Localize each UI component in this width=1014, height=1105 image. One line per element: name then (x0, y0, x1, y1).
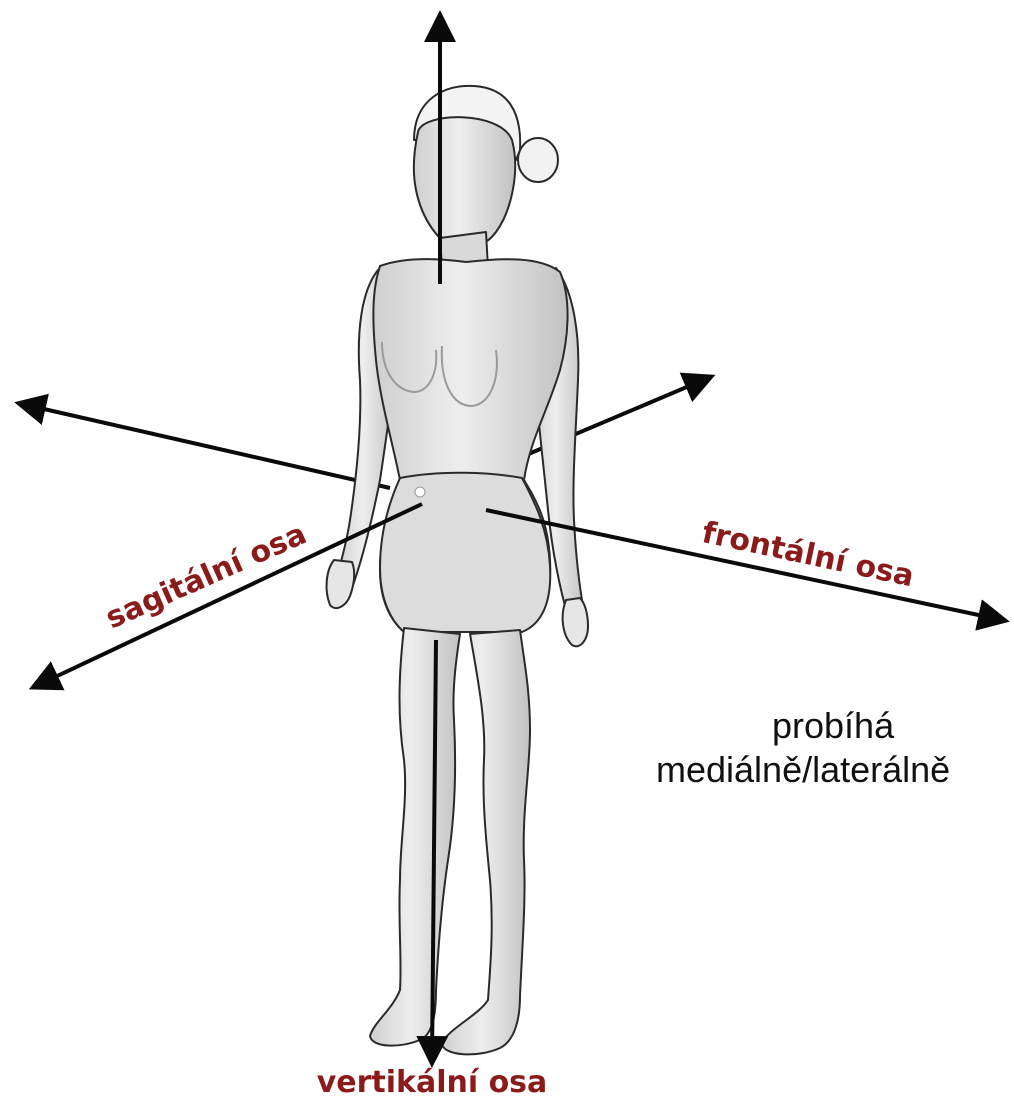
center-point (415, 487, 425, 497)
human-figure-illustration (327, 86, 588, 1055)
shorts (380, 473, 550, 632)
sagittal-axis-front-arrow (36, 504, 422, 686)
note-line-2: mediálně/laterálně (656, 752, 950, 788)
frontal-axis-back-arrow (22, 404, 390, 488)
leg-left (370, 628, 460, 1046)
sagittal-axis-label: sagitální osa (101, 517, 312, 637)
head (414, 117, 515, 248)
vertical-axis-label: vertikální osa (317, 1065, 548, 1100)
leg-right (442, 630, 530, 1054)
note-line-1: probíhá (772, 708, 894, 744)
hand-left (327, 560, 355, 608)
hand-right (563, 598, 588, 646)
frontal-axis-label: frontální osa (699, 515, 917, 594)
hair-bun (518, 138, 558, 182)
